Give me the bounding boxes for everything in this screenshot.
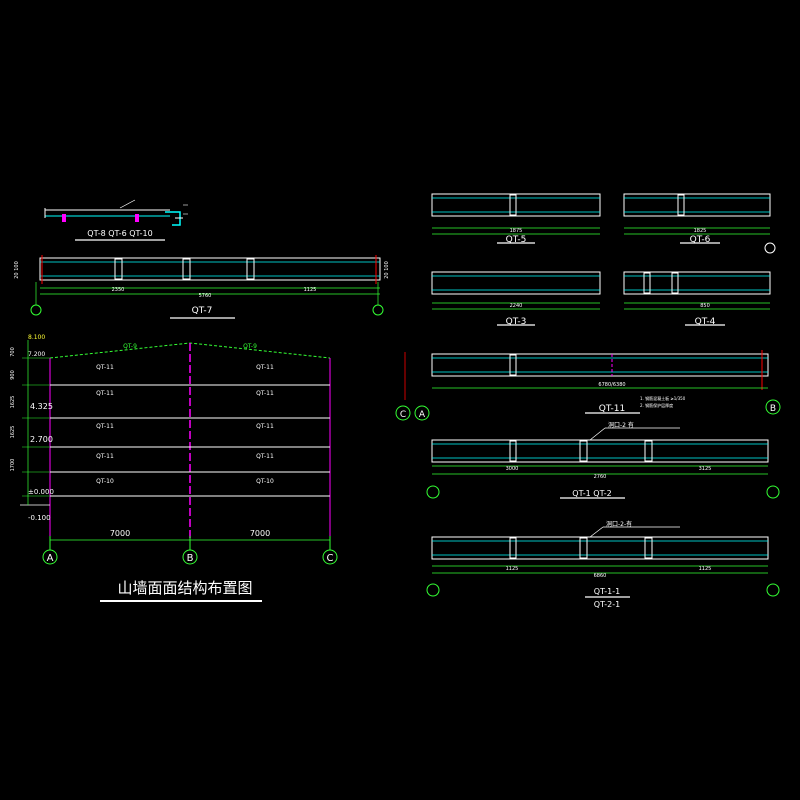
row-5-left: QT-10 xyxy=(96,478,114,485)
qt12-dim-total: 2760 xyxy=(594,474,607,480)
axis-a: A xyxy=(47,553,54,564)
side-dim-5: 1700 xyxy=(10,459,16,472)
qt11-title: QT-11 xyxy=(599,404,625,414)
row-1-right: QT-11 xyxy=(256,364,274,371)
qt11-note-2: 2. 钢筋保护层厚度 xyxy=(640,402,673,408)
span-1: 7000 xyxy=(110,529,130,538)
beam-qt1-qt2: 洞口-2 有 3000 2760 3125 QT-1 QT-2 xyxy=(426,421,780,499)
qt7-dim-total: 5760 xyxy=(199,293,212,299)
qt7-dim-2: 1125 xyxy=(304,287,317,293)
span-2: 7000 xyxy=(250,529,270,538)
level-2700: 2.700 xyxy=(30,435,53,444)
level-0: ±0.000 xyxy=(28,488,54,496)
qt7-title: QT-7 xyxy=(192,306,213,316)
level-minus-0100: -0.100 xyxy=(28,514,51,522)
beam-qt3: 2240 QT-3 xyxy=(431,271,601,327)
gable-elevation: QT-9 QT-9 QT-11 QT-11 QT-11 QT-11 QT-10 … xyxy=(10,334,338,565)
row-4-left: QT-11 xyxy=(96,453,114,460)
qt11-axis-c: C xyxy=(400,410,406,420)
beam-qt5: 1875 QT-5 xyxy=(431,193,601,245)
qt11b-dim-2: 1125 xyxy=(699,566,712,572)
qt5-title: QT-5 xyxy=(506,235,527,245)
beam-qt11-qt21: 洞口-2-有 1125 6860 1125 QT-1-1 QT-2-1 xyxy=(426,520,780,609)
qt11-axis-b: B xyxy=(770,404,776,414)
side-dim-3: 1625 xyxy=(10,396,16,409)
qt3-dim: 2240 xyxy=(510,303,523,309)
level-8100: 8.100 xyxy=(28,334,45,341)
small-section-title: QT-8 QT-6 QT-10 xyxy=(87,229,152,238)
qt6-dim: 1825 xyxy=(694,228,707,234)
drawing-title: 山墙面面结构布置图 xyxy=(117,579,252,597)
row-1-left: QT-11 xyxy=(96,364,114,371)
beam-qt4: 850 QT-4 xyxy=(623,271,771,327)
qt6-title: QT-6 xyxy=(690,235,711,245)
row-4-right: QT-11 xyxy=(256,453,274,460)
qt12-title: QT-1 QT-2 xyxy=(572,489,611,498)
side-dim-4: 1625 xyxy=(10,426,16,439)
axis-b: B xyxy=(187,553,194,564)
qt3-title: QT-3 xyxy=(506,317,527,327)
qt11b-dim-total: 6860 xyxy=(594,573,607,579)
qt12-dim-2: 3125 xyxy=(699,466,712,472)
row-5-right: QT-10 xyxy=(256,478,274,485)
qt11b-dim-1: 1125 xyxy=(506,566,519,572)
level-7200: 7.200 xyxy=(28,351,45,358)
qt7-dim-1: 2350 xyxy=(112,287,125,293)
drawing-title-block: 山墙面面结构布置图 xyxy=(100,579,262,602)
qt7-side-left: 20 100 xyxy=(14,261,20,279)
qt12-dim-1: 3000 xyxy=(506,466,519,472)
qt11b-callout: 洞口-2-有 xyxy=(606,520,632,528)
row-2-left: QT-11 xyxy=(96,390,114,397)
row-2-right: QT-11 xyxy=(256,390,274,397)
row-3-left: QT-11 xyxy=(96,423,114,430)
level-4325: 4.325 xyxy=(30,402,53,411)
axis-c: C xyxy=(327,553,334,564)
beam-qt6: 1825 QT-6 xyxy=(623,193,776,254)
qt7-side-right: 20 100 xyxy=(384,261,390,279)
side-dim-2: 900 xyxy=(10,370,16,380)
qt11-dim: 6780/6380 xyxy=(598,382,625,388)
roof-label-left: QT-9 xyxy=(123,343,137,350)
side-dim-1: 700 xyxy=(10,347,16,357)
qt5-dim: 1875 xyxy=(510,228,523,234)
qt11b-title-top: QT-1-1 xyxy=(594,587,620,596)
small-section-detail: QT-8 QT-6 QT-10 xyxy=(44,199,188,241)
qt11b-title-bottom: QT-2-1 xyxy=(594,600,620,609)
qt4-dim: 850 xyxy=(700,303,710,309)
beam-qt11: 6780/6380 1. 钢筋混凝土板 ≥1/350 2. 钢筋保护层厚度 C … xyxy=(395,350,781,421)
qt12-callout: 洞口-2 有 xyxy=(608,421,634,429)
qt11-axis-a: A xyxy=(419,410,426,420)
beam-qt7: 2350 5760 1125 20 100 20 100 QT-7 xyxy=(14,255,390,319)
roof-label-right: QT-9 xyxy=(243,343,257,350)
qt11-note-1: 1. 钢筋混凝土板 ≥1/350 xyxy=(640,395,686,401)
row-3-right: QT-11 xyxy=(256,423,274,430)
qt4-title: QT-4 xyxy=(695,317,716,327)
